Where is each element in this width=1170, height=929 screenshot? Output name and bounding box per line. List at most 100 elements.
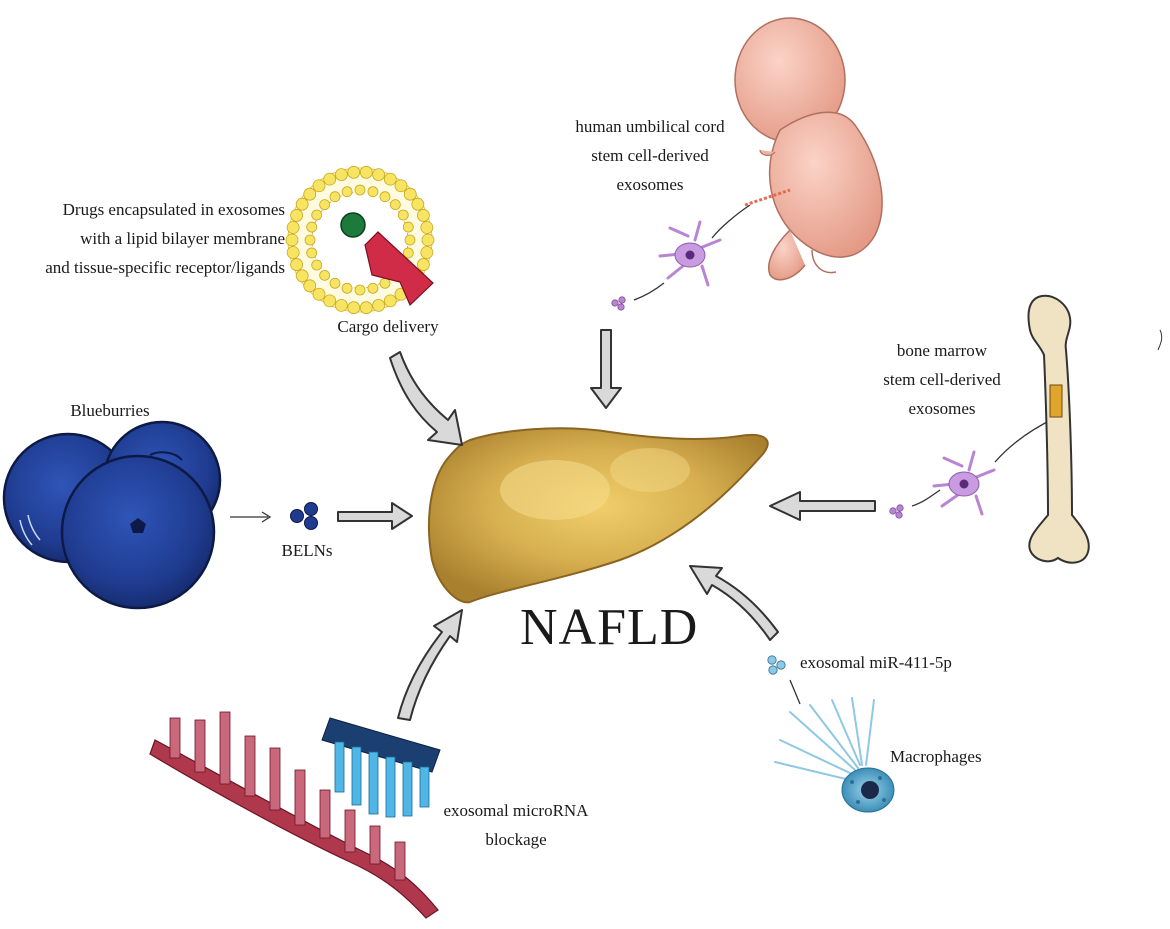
lipid-head (323, 294, 337, 308)
stray-mark (1157, 329, 1163, 351)
lipid-head (421, 233, 435, 247)
umbilical-label: human umbilical cord stem cell-derived e… (545, 112, 755, 199)
lipid-head (312, 179, 326, 193)
lipid-head (311, 259, 323, 271)
cargo-delivery-label: Cargo delivery (337, 317, 439, 336)
lipid-head (402, 221, 414, 233)
drugs-label: Drugs encapsulated in exosomes with a li… (0, 195, 285, 282)
lipid-head (312, 287, 326, 301)
lipid-head (286, 221, 300, 234)
lipid-head (379, 277, 391, 289)
lipid-head (334, 168, 348, 181)
lipid-head (359, 165, 373, 179)
lipid-head (295, 269, 309, 283)
microrna-line-1: exosomal microRNA (443, 801, 589, 820)
lipid-head (334, 299, 348, 312)
umbilical-line-2: stem cell-derived (591, 146, 709, 165)
lipid-head (295, 197, 309, 211)
lipid-head (311, 209, 323, 221)
lipid-head (383, 294, 397, 308)
lipid-head (319, 269, 331, 281)
belns-dots (290, 502, 318, 530)
lipid-head (304, 234, 316, 246)
umbilical-line-1: human umbilical cord (575, 117, 725, 136)
lipid-head (420, 221, 434, 234)
lipid-head (329, 191, 341, 203)
lipid-head (383, 172, 397, 186)
lipid-head (417, 209, 430, 222)
femur-bone-icon (1027, 294, 1090, 564)
lipid-head (323, 172, 337, 186)
cargo-arrow (389, 351, 463, 446)
lipid-head (379, 191, 391, 203)
nafld-title: NAFLD (520, 599, 699, 656)
lipid-head (347, 165, 361, 179)
umbilical-exosome-dots (611, 296, 626, 311)
lipid-head (367, 186, 379, 198)
microrna-line-2: blockage (485, 830, 547, 849)
microrna-strand-icon (149, 711, 441, 919)
liver-icon (427, 427, 769, 604)
macrophage-icon (774, 697, 895, 813)
lipid-head (306, 221, 318, 233)
fetus-icon (734, 17, 883, 281)
mir-exosome-dots (767, 655, 786, 675)
bone-marrow-line-2: stem cell-derived (883, 370, 1001, 389)
lipid-head (411, 197, 425, 211)
lipid-head (290, 209, 303, 222)
lipid-head (319, 199, 331, 211)
cord-small-arrow (711, 204, 751, 239)
lipid-head (404, 234, 416, 246)
lipid-head (354, 284, 366, 296)
belns-label: BELNs (281, 541, 333, 560)
microrna-label: exosomal microRNA blockage (436, 796, 596, 854)
blueberry-icon (2, 420, 222, 610)
lipid-head (372, 168, 386, 181)
umbilical-line-3: exosomes (616, 175, 684, 194)
belns-arrow (337, 502, 413, 530)
mir-label: exosomal miR-411-5p (800, 653, 952, 672)
lipid-head (347, 301, 361, 315)
lipid-head (329, 277, 341, 289)
arrows (337, 329, 876, 721)
stem-cell-umbilical-icon (658, 220, 722, 287)
lipid-head (286, 246, 300, 259)
lipid-head (359, 301, 373, 315)
blueberry-small-arrowhead (261, 511, 272, 523)
bone-marrow-arrow (769, 491, 876, 521)
drugs-line-1: Drugs encapsulated in exosomes (62, 200, 285, 219)
bone-marrow-label: bone marrow stem cell-derived exosomes (862, 336, 1022, 423)
lipid-head (303, 187, 317, 201)
lipid-head (402, 247, 414, 259)
lipid-head (394, 179, 408, 193)
lipid-head (397, 209, 409, 221)
drugs-line-2: with a lipid bilayer membrane (80, 229, 285, 248)
lipid-head (372, 299, 386, 312)
lipid-head (354, 184, 366, 196)
bone-cell-small-arrow (911, 489, 941, 507)
lipid-head (389, 199, 401, 211)
microrna-arrow (397, 609, 463, 721)
lipid-head (420, 246, 434, 259)
bone-marrow-line-1: bone marrow (896, 341, 988, 360)
bone-exosome-dots (889, 504, 904, 519)
lipid-head (341, 282, 353, 294)
lipid-head (290, 258, 303, 271)
lipid-head (341, 186, 353, 198)
lipid-head (403, 187, 417, 201)
lipid-head (303, 279, 317, 293)
lipid-bilayer-exosome-icon (285, 165, 435, 315)
macro-small-arrow (789, 679, 801, 705)
lipid-head (417, 258, 430, 271)
umbilical-arrow (590, 329, 622, 409)
drugs-line-3: and tissue-specific receptor/ligands (45, 258, 285, 277)
stem-cell-bone-icon (932, 450, 996, 516)
lipid-head (285, 233, 299, 247)
blueberries-label: Blueburries (70, 401, 150, 420)
macrophage-arrow (689, 565, 779, 641)
lipid-head (306, 247, 318, 259)
umb-cell-small-arrow (633, 282, 665, 301)
macrophages-label: Macrophages (890, 747, 982, 766)
bone-marrow-line-3: exosomes (908, 399, 976, 418)
